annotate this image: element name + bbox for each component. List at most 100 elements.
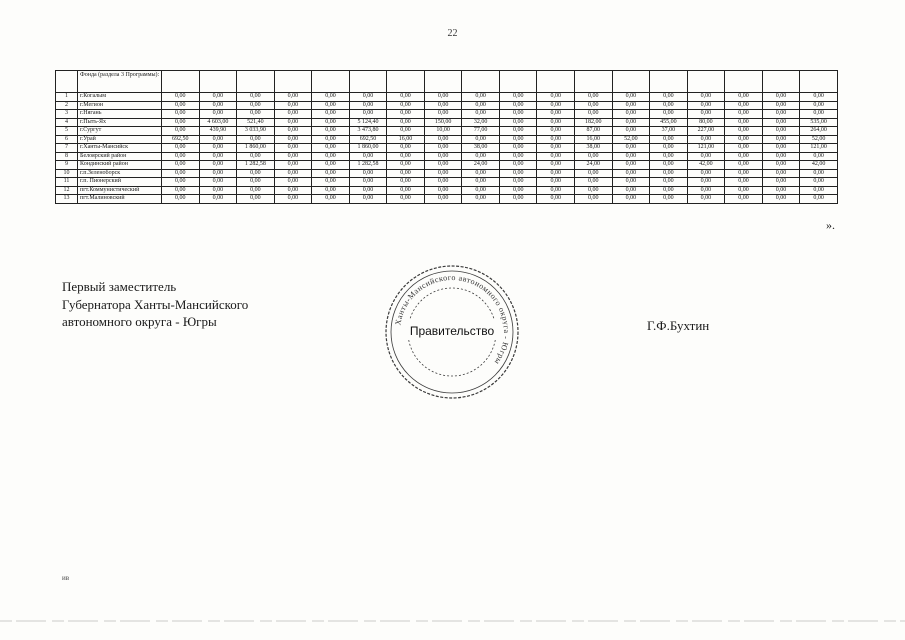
row-value-cell: 0,00: [348, 151, 388, 161]
row-value-cell: 0,00: [311, 168, 350, 178]
row-value-cell: 52,00: [611, 134, 651, 144]
row-value-cell: 0,00: [761, 134, 801, 144]
row-value-cell: 0,00: [498, 109, 538, 119]
row-value-cell: 3 033,90: [236, 126, 275, 136]
row-value-cell: 0,00: [724, 109, 763, 119]
row-value-cell: 0,00: [461, 151, 500, 161]
row-value-cell: 0,00: [161, 185, 200, 195]
row-value-cell: 0,00: [348, 109, 388, 119]
row-value-cell: 0,00: [799, 194, 838, 204]
header-value-cell: [423, 70, 463, 93]
row-value-cell: 0,00: [574, 185, 613, 195]
header-value-cell: [386, 70, 425, 93]
row-value-cell: 0,00: [198, 194, 238, 204]
row-value-cell: 0,00: [724, 143, 763, 153]
row-value-cell: 0,00: [386, 92, 425, 102]
row-value-cell: 0,00: [761, 151, 801, 161]
row-value-cell: 0,00: [649, 100, 688, 110]
header-value-cell: [461, 70, 500, 93]
row-value-cell: 0,00: [724, 151, 763, 161]
row-value-cell: 1 282,58: [348, 160, 388, 170]
row-value-cell: 0,00: [386, 100, 425, 110]
row-value-cell: 0,00: [611, 151, 651, 161]
row-value-cell: 0,00: [611, 92, 651, 102]
row-value-cell: 0,00: [536, 185, 576, 195]
row-value-cell: 0,00: [611, 177, 651, 187]
row-value-cell: 0,00: [649, 168, 688, 178]
scan-edge-line: [0, 620, 905, 622]
row-value-cell: 0,00: [311, 109, 350, 119]
row-value-cell: 0,00: [461, 168, 500, 178]
row-value-cell: 0,00: [273, 151, 313, 161]
row-value-cell: 0,00: [761, 126, 801, 136]
row-value-cell: 0,00: [799, 109, 838, 119]
row-value-cell: 0,00: [273, 117, 313, 127]
row-value-cell: 0,00: [161, 194, 200, 204]
row-value-cell: 0,00: [536, 100, 576, 110]
row-value-cell: 0,00: [498, 194, 538, 204]
row-value-cell: 439,90: [198, 126, 238, 136]
row-value-cell: 0,00: [423, 134, 463, 144]
row-value-cell: 0,00: [574, 177, 613, 187]
row-index-cell: 3: [55, 109, 78, 119]
row-value-cell: 0,00: [761, 185, 801, 195]
row-value-cell: 0,00: [386, 117, 425, 127]
header-value-cell: [686, 70, 726, 93]
row-value-cell: 0,00: [236, 109, 275, 119]
row-value-cell: 0,00: [686, 151, 726, 161]
row-index-cell: 2: [55, 100, 78, 110]
row-value-cell: 0,00: [611, 143, 651, 153]
row-value-cell: 42,00: [799, 160, 838, 170]
row-value-cell: 0,00: [536, 134, 576, 144]
row-value-cell: 0,00: [649, 177, 688, 187]
row-value-cell: 0,00: [761, 194, 801, 204]
row-value-cell: 0,00: [386, 177, 425, 187]
row-value-cell: 0,00: [686, 185, 726, 195]
row-value-cell: 121,00: [686, 143, 726, 153]
row-value-cell: 37,00: [649, 126, 688, 136]
row-value-cell: 182,00: [574, 117, 613, 127]
row-value-cell: 0,00: [574, 151, 613, 161]
row-value-cell: 0,00: [273, 185, 313, 195]
row-value-cell: 0,00: [198, 168, 238, 178]
row-value-cell: 1 282,58: [236, 160, 275, 170]
row-value-cell: 0,00: [574, 109, 613, 119]
row-value-cell: 0,00: [161, 168, 200, 178]
row-value-cell: 0,00: [423, 143, 463, 153]
row-value-cell: 0,00: [799, 185, 838, 195]
row-value-cell: 0,00: [236, 185, 275, 195]
row-value-cell: 0,00: [273, 92, 313, 102]
row-index-cell: 13: [55, 194, 78, 204]
row-value-cell: 0,00: [423, 151, 463, 161]
row-value-cell: 0,00: [536, 177, 576, 187]
row-value-cell: 0,00: [273, 134, 313, 144]
page-number: 22: [447, 28, 458, 39]
row-name-cell: г.Нягань: [77, 109, 162, 119]
row-value-cell: 0,00: [236, 100, 275, 110]
row-index-cell: 6: [55, 134, 78, 144]
row-value-cell: 0,00: [311, 194, 350, 204]
row-value-cell: 0,00: [761, 109, 801, 119]
row-value-cell: 42,00: [686, 160, 726, 170]
row-value-cell: 0,00: [348, 100, 388, 110]
row-value-cell: 0,00: [761, 100, 801, 110]
row-value-cell: 521,40: [236, 117, 275, 127]
row-value-cell: 0,00: [236, 134, 275, 144]
seal-center-text: Правительство: [410, 324, 495, 338]
row-value-cell: 0,00: [386, 109, 425, 119]
row-value-cell: 0,00: [574, 194, 613, 204]
closing-quote: ».: [826, 218, 835, 232]
row-value-cell: 0,00: [161, 100, 200, 110]
row-value-cell: 0,00: [649, 92, 688, 102]
row-value-cell: 0,00: [611, 117, 651, 127]
row-value-cell: 0,00: [761, 117, 801, 127]
row-value-cell: 0,00: [536, 109, 576, 119]
row-value-cell: 0,00: [236, 168, 275, 178]
row-value-cell: 0,00: [761, 160, 801, 170]
row-value-cell: 0,00: [799, 92, 838, 102]
row-index-cell: 4: [55, 117, 78, 127]
row-value-cell: 0,00: [423, 160, 463, 170]
